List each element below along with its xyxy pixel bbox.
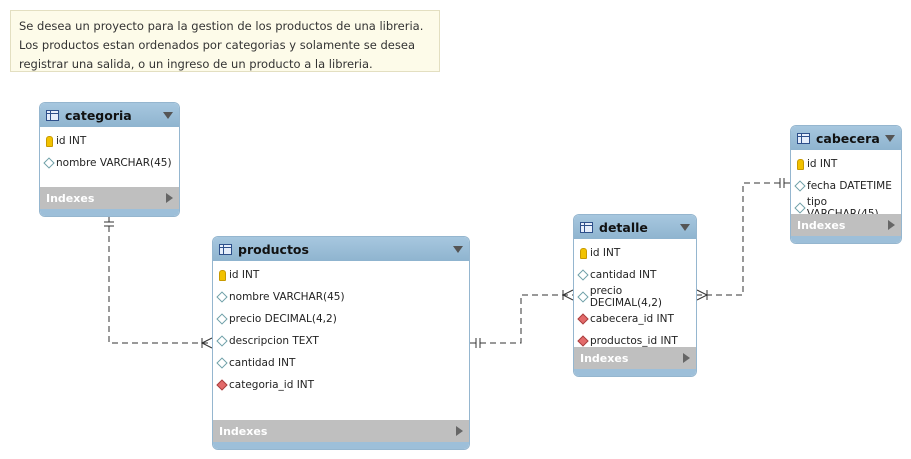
column-row[interactable]: nombre VARCHAR(45): [40, 152, 179, 174]
collapse-triangle-icon[interactable]: [885, 134, 895, 142]
column-label: precio DECIMAL(4,2): [589, 285, 662, 309]
key-icon: [578, 247, 588, 259]
table-cabecera[interactable]: cabecera id INT fecha DATETIME tipo VARC…: [791, 126, 901, 243]
column-row[interactable]: id INT: [213, 264, 469, 286]
rel-productos-detalle: [470, 294, 573, 344]
description-note-text: Se desea un proyecto para la gestion de …: [19, 19, 424, 71]
column-row[interactable]: productos_id INT: [574, 330, 696, 352]
column-icon: [578, 291, 588, 303]
column-row[interactable]: cantidad INT: [213, 352, 469, 374]
key-icon: [217, 269, 227, 281]
column-icon: [217, 291, 227, 303]
column-label: precio DECIMAL(4,2): [229, 313, 337, 325]
column-row[interactable]: fecha DATETIME: [791, 175, 901, 197]
column-icon: [578, 269, 588, 281]
column-row[interactable]: cabecera_id INT: [574, 308, 696, 330]
column-label: id INT: [229, 269, 260, 281]
table-name: cabecera: [816, 130, 880, 146]
rel-mark-detalle-many-right: [696, 289, 709, 301]
indexes-section[interactable]: Indexes: [574, 347, 696, 369]
column-row[interactable]: categoria_id INT: [213, 374, 469, 396]
key-icon: [795, 158, 805, 170]
collapse-triangle-icon[interactable]: [680, 223, 690, 231]
indexes-section[interactable]: Indexes: [791, 214, 901, 236]
table-categoria[interactable]: categoria id INT nombre VARCHAR(45) Inde…: [40, 103, 179, 216]
column-label: categoria_id INT: [229, 379, 315, 391]
column-row[interactable]: precio DECIMAL(4,2): [213, 308, 469, 330]
indexes-label: Indexes: [219, 424, 268, 438]
rel-categoria-productos: [108, 216, 212, 344]
table-name: productos: [238, 241, 309, 257]
rel-cabecera-detalle: [697, 182, 790, 296]
indexes-label: Indexes: [46, 191, 95, 205]
table-icon: [580, 221, 593, 233]
rel-mark-categoria-one: [104, 221, 114, 227]
table-header[interactable]: productos: [213, 237, 469, 261]
rel-mark-productos-one: [475, 338, 481, 348]
column-row[interactable]: nombre VARCHAR(45): [213, 286, 469, 308]
column-label: nombre VARCHAR(45): [56, 157, 172, 169]
column-label: nombre VARCHAR(45): [229, 291, 345, 303]
column-label: cabecera_id INT: [590, 313, 674, 325]
rel-mark-productos-many: [200, 337, 213, 349]
indexes-label: Indexes: [580, 351, 629, 365]
expand-arrow-icon[interactable]: [888, 220, 895, 230]
table-footer: [574, 369, 696, 376]
collapse-triangle-icon[interactable]: [163, 111, 173, 119]
column-icon: [217, 313, 227, 325]
column-label: id INT: [590, 247, 621, 259]
column-icon: [217, 357, 227, 369]
table-icon: [46, 109, 59, 121]
column-label: cantidad INT: [229, 357, 296, 369]
table-name: categoria: [65, 107, 132, 123]
column-row[interactable]: id INT: [574, 242, 696, 264]
table-footer: [40, 209, 179, 216]
column-row[interactable]: cantidad INT: [574, 264, 696, 286]
column-label: id INT: [807, 158, 838, 170]
foreign-key-icon: [578, 335, 588, 347]
key-icon: [44, 135, 54, 147]
table-icon: [797, 132, 810, 144]
table-productos[interactable]: productos id INT nombre VARCHAR(45) prec…: [213, 237, 469, 449]
expand-arrow-icon[interactable]: [456, 426, 463, 436]
table-footer: [213, 442, 469, 449]
column-row[interactable]: descripcion TEXT: [213, 330, 469, 352]
foreign-key-icon: [217, 379, 227, 391]
description-note: Se desea un proyecto para la gestion de …: [10, 10, 440, 72]
table-header[interactable]: detalle: [574, 215, 696, 239]
column-label: cantidad INT: [590, 269, 657, 281]
column-row[interactable]: id INT: [40, 130, 179, 152]
indexes-label: Indexes: [797, 218, 846, 232]
column-icon: [795, 180, 805, 192]
expand-arrow-icon[interactable]: [166, 193, 173, 203]
rel-mark-cabecera-one: [779, 178, 785, 188]
table-detalle[interactable]: detalle id INT cantidad INT precio DECIM…: [574, 215, 696, 376]
table-name: detalle: [599, 219, 648, 235]
column-label: descripcion TEXT: [229, 335, 319, 347]
foreign-key-icon: [578, 313, 588, 325]
rel-mark-detalle-many-left: [561, 289, 574, 301]
column-label: id INT: [56, 135, 87, 147]
expand-arrow-icon[interactable]: [683, 353, 690, 363]
column-label: productos_id INT: [590, 335, 678, 347]
indexes-section[interactable]: Indexes: [40, 187, 179, 209]
column-icon: [44, 157, 54, 169]
table-footer: [791, 236, 901, 243]
table-header[interactable]: categoria: [40, 103, 179, 127]
column-icon: [795, 202, 805, 214]
table-icon: [219, 243, 232, 255]
collapse-triangle-icon[interactable]: [453, 245, 463, 253]
column-label: fecha DATETIME: [807, 180, 892, 192]
table-header[interactable]: cabecera: [791, 126, 901, 150]
column-icon: [217, 335, 227, 347]
indexes-section[interactable]: Indexes: [213, 420, 469, 442]
column-row[interactable]: id INT: [791, 153, 901, 175]
column-row[interactable]: precio DECIMAL(4,2): [574, 285, 696, 309]
